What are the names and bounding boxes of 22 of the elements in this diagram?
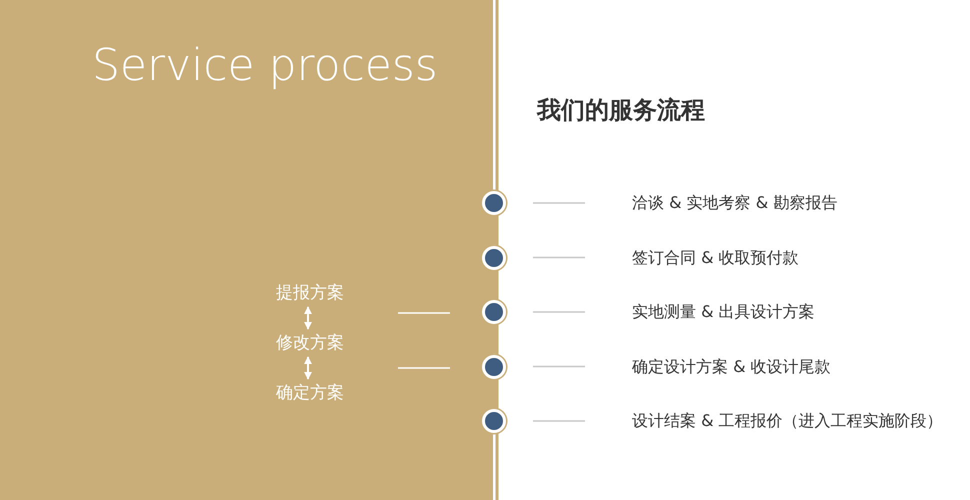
step-text: 签订合同 & 收取预付款 xyxy=(632,248,799,266)
step-text: 设计结案 & 工程报价（进入工程实施阶段） xyxy=(632,411,943,430)
connector-line xyxy=(533,256,585,258)
timeline-dot xyxy=(482,300,506,324)
connector-line xyxy=(533,366,585,368)
step-text: 确定设计方案 & 收设计尾款 xyxy=(632,356,831,376)
step-text: 洽谈 & 实地考察 & 勘察报告 xyxy=(632,193,838,212)
timeline-dot xyxy=(482,246,506,270)
timeline-dot xyxy=(482,409,506,433)
stage-text: 确定方案 xyxy=(276,383,344,403)
arrow xyxy=(304,306,312,330)
title: Service process xyxy=(92,39,438,93)
step-text: 实地测量 & 出具设计方案 xyxy=(632,302,815,321)
connector-line xyxy=(533,311,585,313)
stage-text: 提报方案 xyxy=(276,283,344,303)
heading: 我们的服务流程 xyxy=(537,95,705,126)
connector-line xyxy=(533,420,585,422)
arrow xyxy=(304,356,312,380)
stage-text: 修改方案 xyxy=(276,333,344,353)
timeline-dot xyxy=(482,354,506,378)
timeline-dot xyxy=(482,191,506,215)
connector-line xyxy=(533,202,585,204)
